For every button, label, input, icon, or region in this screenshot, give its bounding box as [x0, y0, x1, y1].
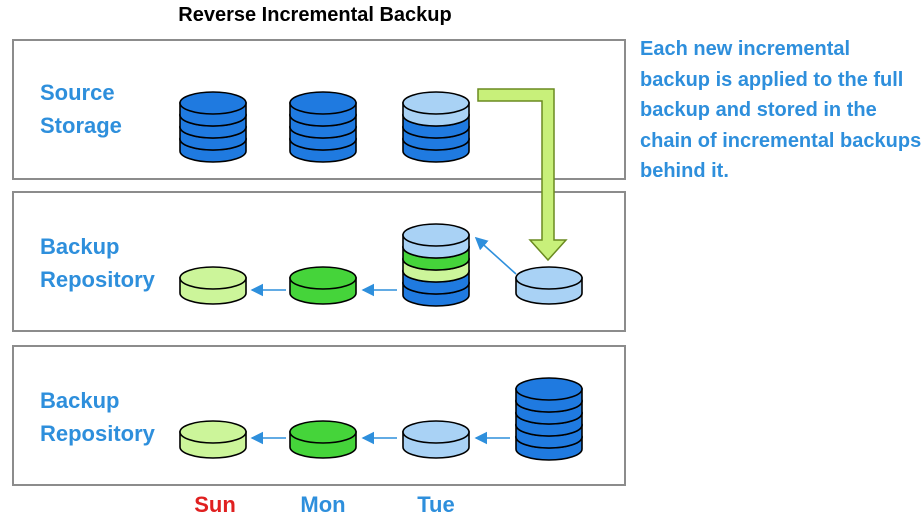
disk-stack-sun-source	[179, 91, 247, 163]
day-label-tue: Tue	[417, 492, 455, 517]
row-label-line: Backup	[40, 388, 120, 413]
row-label-line: Storage	[40, 113, 122, 138]
arrow-new-to-full	[474, 236, 517, 275]
row-label-line: Backup	[40, 234, 120, 259]
disk-tue-increment-new	[515, 266, 583, 305]
apply-increment-arrow	[477, 88, 568, 262]
row-label-line: Repository	[40, 421, 155, 446]
disk-tue-increment-2	[402, 420, 470, 459]
row-label-line: Source	[40, 80, 115, 105]
explanation-note: Each new incremental backup is applied t…	[640, 38, 922, 182]
disk-mon-increment-2	[289, 420, 357, 459]
disk-sun-increment-1	[179, 266, 247, 305]
backup-repository-label-2: Backup Repository	[40, 384, 155, 450]
row-label-line: Repository	[40, 267, 155, 292]
source-storage-label: Source Storage	[40, 76, 122, 142]
diagram-title: Reverse Incremental Backup	[178, 4, 452, 26]
backup-repository-panel-1	[12, 191, 626, 332]
disk-mon-increment-1	[289, 266, 357, 305]
disk-stack-full-backup	[515, 377, 583, 461]
disk-sun-increment-2	[179, 420, 247, 459]
disk-stack-mon-source	[289, 91, 357, 163]
day-label-mon: Mon	[300, 492, 346, 517]
backup-repository-label-1: Backup Repository	[40, 230, 155, 296]
disk-stack-merged-full	[402, 223, 470, 307]
day-label-sun: Sun	[194, 492, 236, 517]
disk-stack-tue-source	[402, 91, 470, 163]
